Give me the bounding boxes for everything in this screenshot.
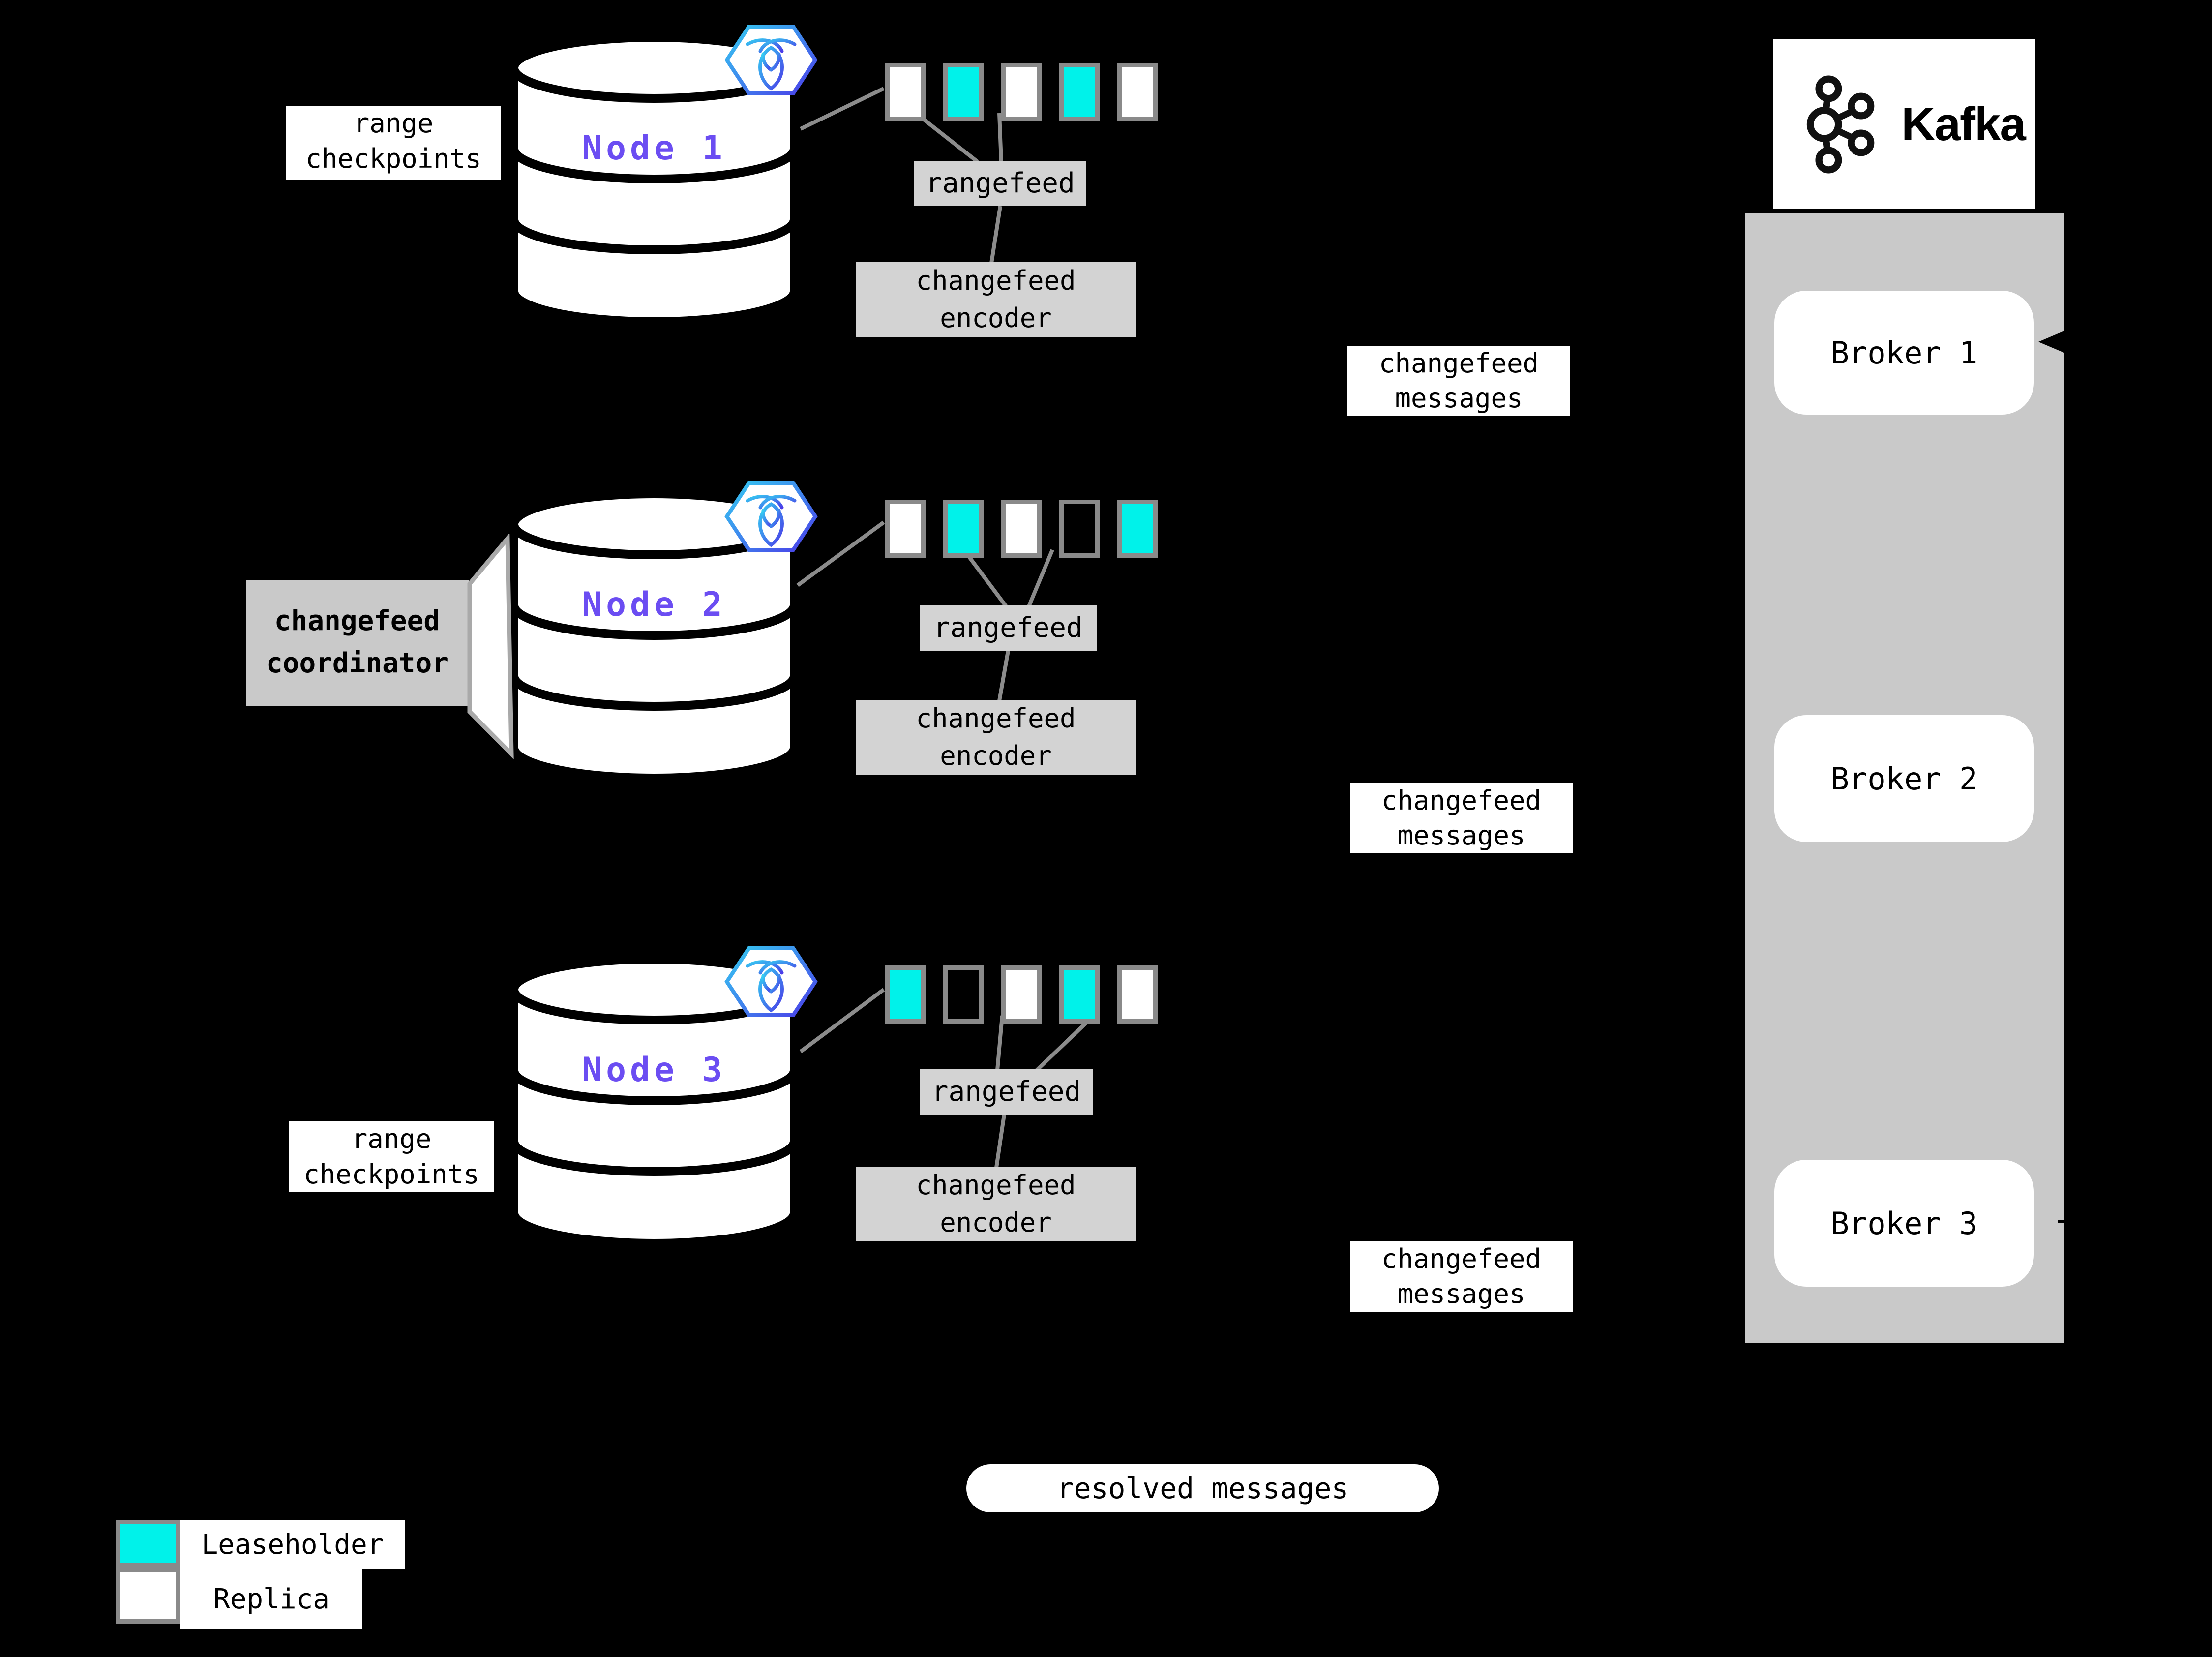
changefeed-encoder-box-node1: changefeed encoder xyxy=(856,262,1136,337)
cockroachdb-icon xyxy=(724,481,818,552)
encoder-line2: encoder xyxy=(940,1207,1052,1238)
rangefeed-box-node3: rangefeed xyxy=(920,1069,1093,1115)
encoder-line2: encoder xyxy=(940,302,1052,333)
kafka-logo-icon xyxy=(1807,75,1875,174)
encoder-line1: changefeed xyxy=(916,1170,1076,1201)
database-cylinder-node1 xyxy=(509,33,799,326)
range-square-leaseholder xyxy=(1059,63,1100,121)
encoder-line1: changefeed xyxy=(916,703,1076,734)
coordinator-line2: coordinator xyxy=(266,647,448,679)
messages-line1: changefeed xyxy=(1378,348,1539,379)
node3-label: Node 3 xyxy=(582,1051,726,1089)
encoder-line1: changefeed xyxy=(916,265,1076,296)
changefeed-encoder-box-node3: changefeed encoder xyxy=(856,1167,1136,1241)
range-checkpoints-line1: range xyxy=(353,108,434,139)
range-square-none xyxy=(1059,500,1100,558)
broker-3: Broker 3 xyxy=(1774,1160,2034,1287)
messages-line2: messages xyxy=(1395,383,1523,414)
broker-2: Broker 2 xyxy=(1774,715,2034,842)
kafka-brand-label: Kafka xyxy=(1901,97,2026,151)
messages-line2: messages xyxy=(1397,820,1525,851)
broker-1: Broker 1 xyxy=(1774,291,2034,415)
rangefeed-box-node2: rangefeed xyxy=(920,605,1097,651)
coordinator-line1: changefeed xyxy=(274,605,441,637)
range-squares-node3 xyxy=(885,965,1158,1024)
changefeed-encoder-box-node2: changefeed encoder xyxy=(856,700,1136,775)
range-squares-node2 xyxy=(885,500,1158,558)
range-checkpoints-line2: checkpoints xyxy=(305,143,481,174)
rangefeed-box-node1: rangefeed xyxy=(914,161,1086,206)
range-checkpoints-line2: checkpoints xyxy=(303,1159,479,1190)
range-square-leaseholder xyxy=(943,500,984,558)
database-cylinder-node3 xyxy=(509,955,799,1248)
range-checkpoints-label-node3: range checkpoints xyxy=(289,1121,494,1192)
node1-label: Node 1 xyxy=(582,129,726,168)
changefeed-messages-label-3: changefeed messages xyxy=(1350,1241,1573,1312)
cockroachdb-icon xyxy=(724,25,818,95)
legend-swatch-leaseholder xyxy=(116,1520,180,1567)
range-squares-node1 xyxy=(885,63,1158,121)
cockroachdb-icon xyxy=(724,946,818,1017)
changefeed-messages-label-1: changefeed messages xyxy=(1347,346,1570,416)
range-square-replica xyxy=(1117,965,1158,1024)
range-square-replica xyxy=(885,500,926,558)
resolved-messages-pill: resolved messages xyxy=(966,1464,1439,1512)
changefeed-coordinator-box: changefeed coordinator xyxy=(246,580,469,706)
messages-line1: changefeed xyxy=(1381,785,1542,816)
range-square-replica xyxy=(1001,63,1042,121)
coordinator-flag-shape xyxy=(467,534,514,760)
kafka-logo-box: Kafka xyxy=(1773,39,2035,209)
range-square-replica xyxy=(885,63,926,121)
encoder-line2: encoder xyxy=(940,740,1052,771)
range-square-replica xyxy=(1117,63,1158,121)
range-square-none xyxy=(943,965,984,1024)
range-square-leaseholder xyxy=(1059,965,1100,1024)
range-square-replica xyxy=(1001,500,1042,558)
database-cylinder-node2 xyxy=(509,489,799,783)
legend-swatch-replica xyxy=(116,1567,180,1624)
legend-label-leaseholder: Leaseholder xyxy=(180,1520,405,1569)
range-checkpoints-line1: range xyxy=(351,1123,432,1154)
changefeed-messages-label-2: changefeed messages xyxy=(1350,783,1573,853)
range-square-leaseholder xyxy=(1117,500,1158,558)
range-checkpoints-label-node1: range checkpoints xyxy=(286,106,501,180)
node2-label: Node 2 xyxy=(582,585,726,624)
range-square-replica xyxy=(1001,965,1042,1024)
messages-line2: messages xyxy=(1397,1278,1525,1309)
messages-line1: changefeed xyxy=(1381,1243,1542,1274)
range-square-leaseholder xyxy=(885,965,926,1024)
legend-label-replica: Replica xyxy=(180,1569,362,1629)
range-square-leaseholder xyxy=(943,63,984,121)
